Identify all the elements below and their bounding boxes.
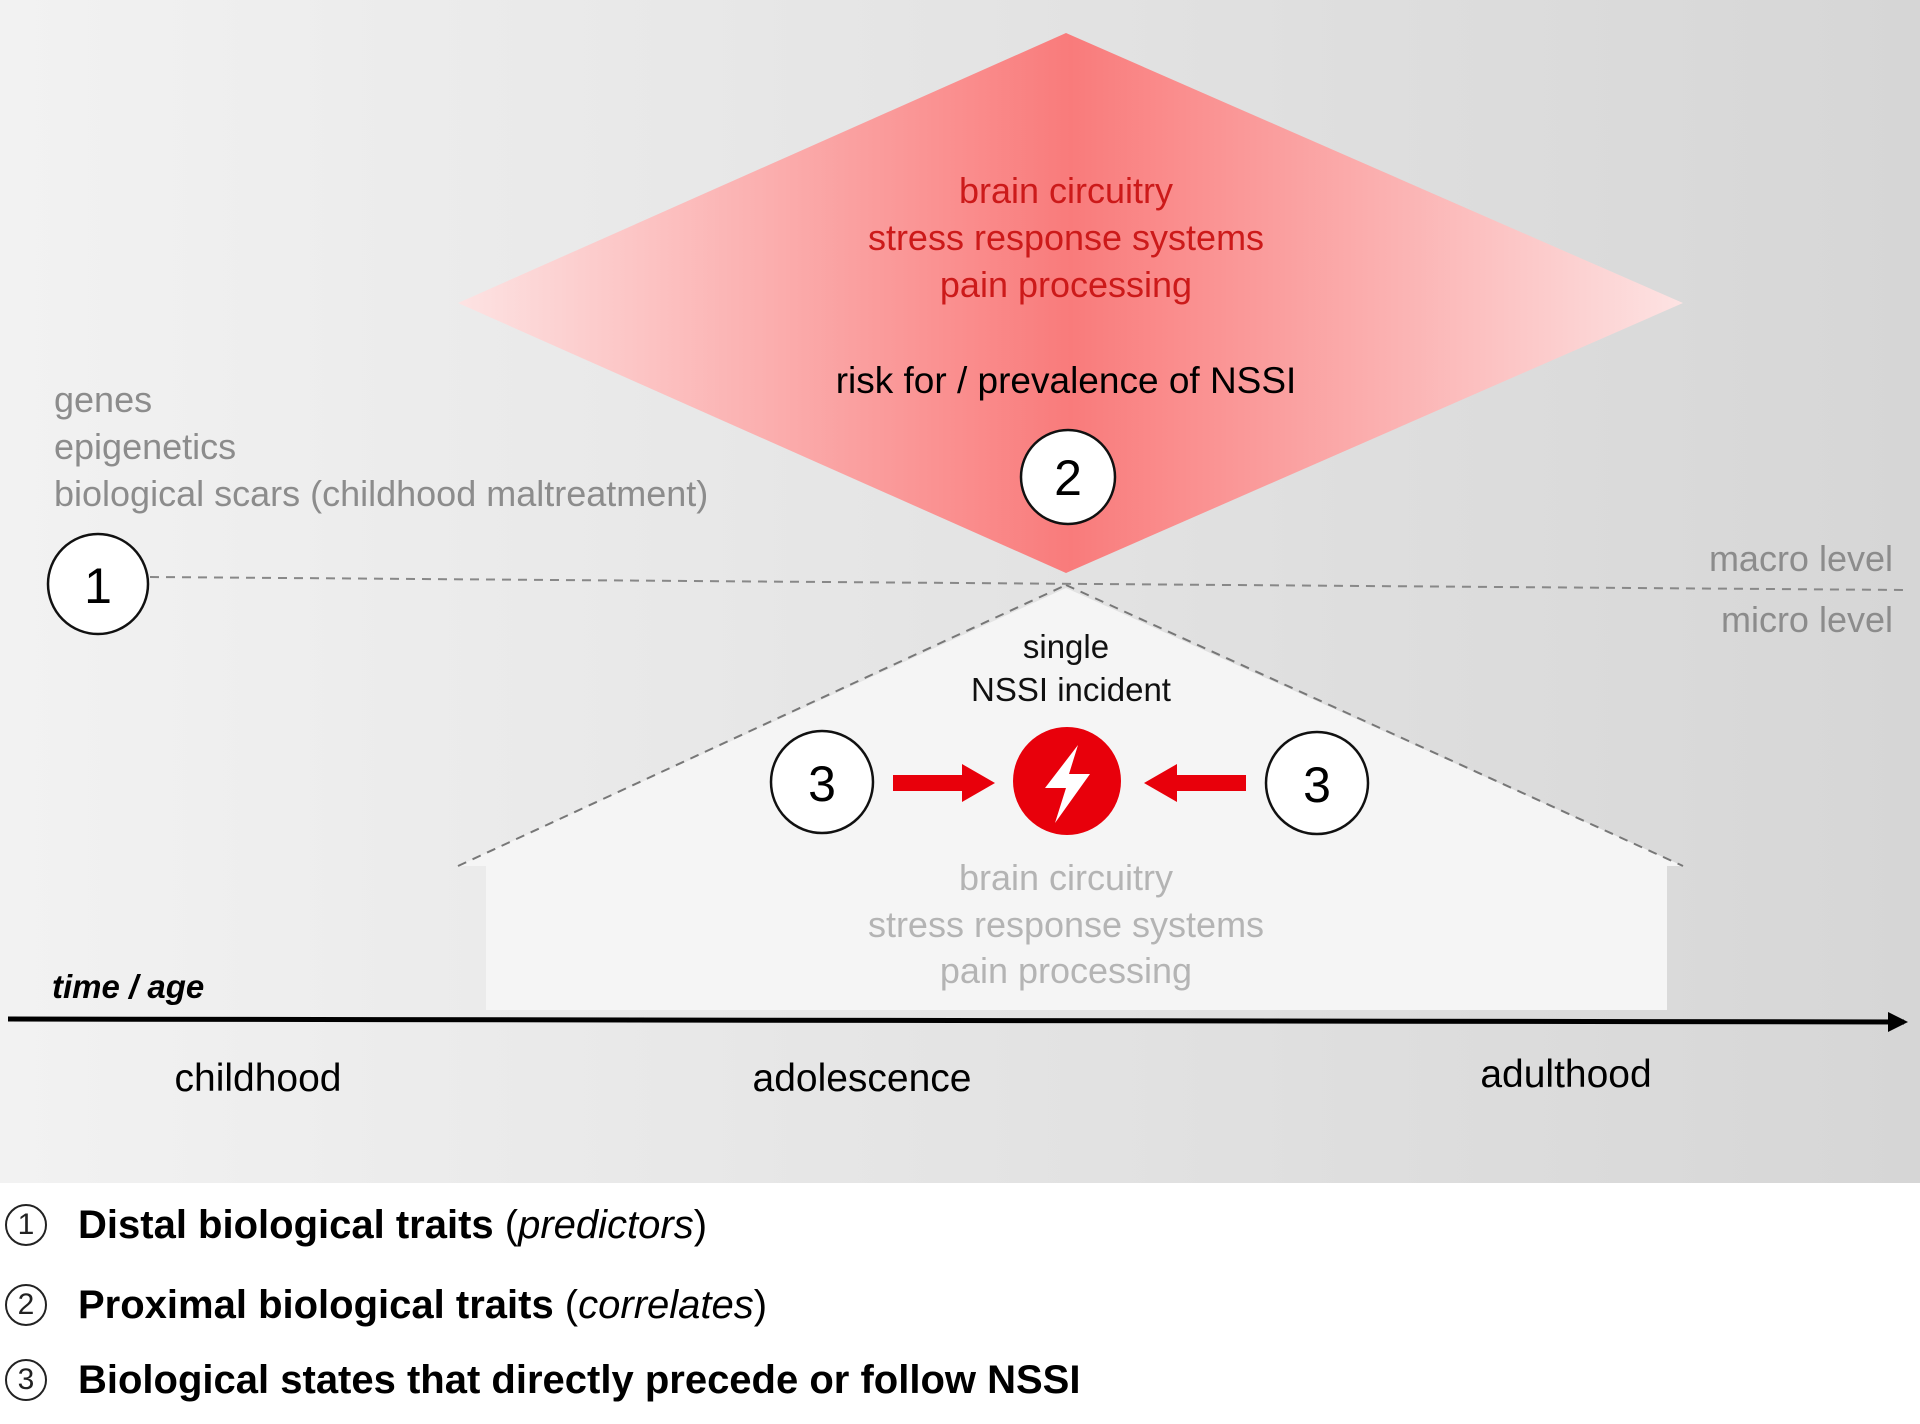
legend-number: 1 xyxy=(5,1204,47,1246)
legend-text: Biological states that directly precede … xyxy=(78,1358,1080,1403)
micro-level-label: micro level xyxy=(1721,599,1893,640)
circle-3-right-number: 3 xyxy=(1303,757,1331,813)
legend-italic-text: predictors xyxy=(518,1202,694,1247)
stage-adulthood: adulthood xyxy=(1480,1053,1651,1096)
arrow-left xyxy=(1144,764,1246,802)
legend-italic-text: correlates xyxy=(578,1282,754,1327)
lower-line-3: pain processing xyxy=(940,950,1192,991)
stage-childhood: childhood xyxy=(175,1057,342,1100)
distal-line-3: biological scars (childhood maltreatment… xyxy=(54,473,708,514)
lower-line-2: stress response systems xyxy=(868,904,1264,945)
arrow-right xyxy=(893,764,995,802)
risk-label: risk for / prevalence of NSSI xyxy=(836,360,1297,401)
upper-line-1: brain circuitry xyxy=(959,170,1173,211)
legend-bold-text: Distal biological traits xyxy=(78,1202,494,1247)
level-divider xyxy=(149,576,1906,591)
legend-bold-text: Biological states that directly precede … xyxy=(78,1357,1081,1402)
legend-text: Proximal biological traits (correlates) xyxy=(78,1283,767,1328)
distal-line-2: epigenetics xyxy=(54,426,236,467)
legend-paren-open: ( xyxy=(493,1202,519,1247)
circle-3-left: 3 xyxy=(769,729,875,835)
circle-3-right: 3 xyxy=(1264,730,1370,836)
legend-paren-close: ) xyxy=(693,1202,708,1247)
circle-2: 2 xyxy=(1019,428,1117,526)
nssi-diagram: brain circuitry stress response systems … xyxy=(0,0,1920,1183)
upper-line-3: pain processing xyxy=(940,264,1192,305)
time-axis-label: time / age xyxy=(52,968,204,1005)
legend-paren-close: ) xyxy=(753,1282,768,1327)
incident-label-2: NSSI incident xyxy=(971,671,1171,708)
circle-1: 1 xyxy=(46,532,150,636)
upper-diamond xyxy=(458,33,1683,573)
legend-text: Distal biological traits (predictors) xyxy=(78,1203,707,1248)
legend-number: 3 xyxy=(5,1359,47,1401)
circle-3-left-number: 3 xyxy=(808,756,836,812)
time-axis xyxy=(7,1011,1908,1032)
incident-label-1: single xyxy=(1023,628,1109,665)
distal-line-1: genes xyxy=(54,379,152,420)
circle-1-number: 1 xyxy=(84,558,112,614)
legend-bold-text: Proximal biological traits xyxy=(78,1282,554,1327)
legend-paren-open: ( xyxy=(553,1282,579,1327)
macro-level-label: macro level xyxy=(1709,538,1893,579)
circle-2-number: 2 xyxy=(1054,450,1082,506)
lightning-bolt-icon xyxy=(1013,727,1121,835)
roof-dashed-right xyxy=(1065,584,1684,867)
legend-number: 2 xyxy=(5,1284,47,1326)
upper-line-2: stress response systems xyxy=(868,217,1264,258)
lower-line-1: brain circuitry xyxy=(959,857,1173,898)
stage-adolescence: adolescence xyxy=(753,1057,972,1100)
